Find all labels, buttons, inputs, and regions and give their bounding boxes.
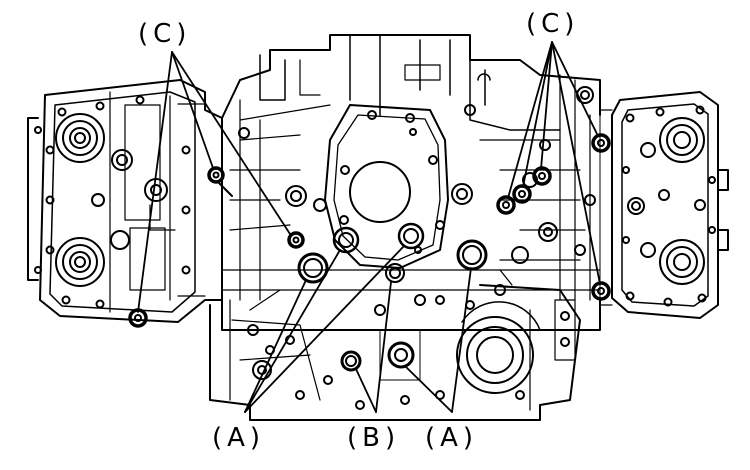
oring-c-7: [591, 133, 611, 153]
timing-cover-plate: [313, 104, 473, 269]
oring-c-4: [496, 195, 516, 215]
oring-c-8: [591, 281, 611, 301]
callout-c-right: (C): [526, 9, 580, 39]
oring-c-3: [287, 231, 305, 249]
seal-a-4: [456, 239, 488, 271]
callout-c-left: (C): [138, 19, 192, 49]
seal-a-5: [387, 341, 415, 369]
seal-b-1: [385, 263, 405, 283]
items-b-seals: [340, 263, 405, 372]
items-c-orings: [128, 133, 611, 328]
leader-lines: [137, 41, 601, 413]
oring-c-5: [512, 184, 532, 204]
right-cylinder-head: [589, 91, 729, 319]
items-a-seals: [297, 222, 488, 369]
seal-a-3: [397, 222, 425, 250]
callout-a-left: (A): [212, 423, 266, 453]
left-cylinder-head: [27, 79, 223, 323]
seal-b-2: [340, 350, 362, 372]
seal-a-1: [297, 252, 329, 284]
oring-c-6: [532, 166, 552, 186]
oring-c-2: [207, 166, 225, 184]
callout-b-center: (B): [347, 423, 401, 453]
seal-a-2: [332, 226, 360, 254]
lower-crankcase: [209, 269, 581, 421]
callout-a-right: (A): [425, 423, 479, 453]
